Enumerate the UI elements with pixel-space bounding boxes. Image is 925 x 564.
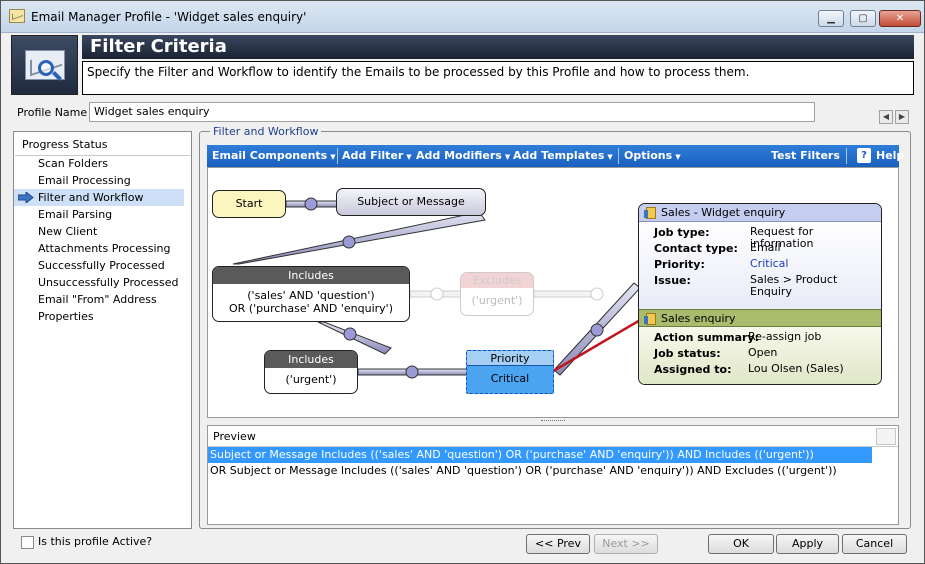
priority-value: Critical <box>490 372 530 385</box>
ok-button[interactable]: OK <box>708 534 774 554</box>
current-step-arrow-icon <box>18 192 34 203</box>
connector-node-3 <box>430 287 444 301</box>
title-bar[interactable]: Email Manager Profile - 'Widget sales en… <box>1 1 924 33</box>
progress-step[interactable]: Email Parsing <box>38 208 113 221</box>
page-description: Specify the Filter and Workflow to ident… <box>82 61 914 95</box>
connector-excludes-out <box>533 290 595 298</box>
profile-name-label: Profile Name <box>17 106 88 119</box>
close-button[interactable]: ✕ <box>879 10 921 27</box>
help-button[interactable]: Help <box>876 149 905 162</box>
prev-button[interactable]: << Prev <box>526 534 590 554</box>
add-filter-menu[interactable]: Add Filter▼ <box>342 149 412 162</box>
scroll-left-icon[interactable]: ◀ <box>879 110 893 124</box>
progress-step-list: Scan Folders Email Processing Filter and… <box>14 155 191 325</box>
excludes-filter-body: ('urgent') <box>471 294 523 307</box>
page-header: Filter Criteria Specify the Filter and W… <box>11 35 914 95</box>
preview-row[interactable]: OR Subject or Message Includes (('sales'… <box>210 464 837 477</box>
action-summary-row: Action summary: Re-assign job <box>654 330 822 345</box>
progress-status-title: Progress Status <box>22 138 108 151</box>
connector-node-1 <box>304 197 318 211</box>
window-title: Email Manager Profile - 'Widget sales en… <box>31 10 307 24</box>
start-node[interactable]: Start <box>212 190 286 218</box>
action-template-header: Sales enquiry <box>639 309 881 327</box>
connector-node-6 <box>405 365 419 379</box>
preview-toggle-button[interactable] <box>876 428 896 445</box>
workflow-toolbar: Email Components▼ Add Filter▼ Add Modifi… <box>207 145 904 167</box>
test-filters-button[interactable]: Test Filters <box>771 149 840 162</box>
connector-node-4 <box>590 287 604 301</box>
issue-row: Issue: Sales > Product Enquiry <box>654 273 838 298</box>
excludes-filter-node[interactable]: Excludes ('urgent') <box>460 272 534 316</box>
connector-node-5 <box>343 327 357 341</box>
action-template-details: Action summary: Re-assign job Job status… <box>639 327 881 384</box>
canvas-preview-splitter[interactable] <box>541 420 565 423</box>
profile-active-checkbox[interactable] <box>21 536 34 549</box>
progress-step[interactable]: Successfully Processed <box>38 259 165 272</box>
action-book-icon <box>644 313 656 325</box>
template-book-icon <box>644 207 656 219</box>
includes-filter-header: Includes <box>213 267 409 284</box>
connector-node-7 <box>590 323 604 337</box>
progress-step[interactable]: Attachments Processing <box>38 242 171 255</box>
filter-email-logo-icon <box>11 35 78 95</box>
add-modifiers-menu[interactable]: Add Modifiers▼ <box>416 149 511 162</box>
minimize-button[interactable]: ▁ <box>818 10 844 27</box>
includes-urgent-header: Includes <box>265 351 357 368</box>
preview-panel: Preview Subject or Message Includes (('s… <box>207 425 899 525</box>
email-components-menu[interactable]: Email Components▼ <box>212 149 336 162</box>
priority-value-link[interactable]: Critical <box>750 257 789 270</box>
job-template-header: Sales - Widget enquiry <box>639 204 881 222</box>
connector-subject-includes <box>232 211 486 265</box>
progress-step[interactable]: New Client <box>38 225 98 238</box>
profile-name-input[interactable]: Widget sales enquiry <box>89 102 815 122</box>
options-menu[interactable]: Options▼ <box>624 149 681 162</box>
app-envelope-icon <box>9 9 25 23</box>
job-type-row: Job type: Request for information <box>654 225 814 250</box>
priority-header: Priority <box>467 351 553 366</box>
filter-workflow-group: Filter and Workflow <box>199 125 911 529</box>
help-icon[interactable]: ? <box>857 148 871 163</box>
job-template-panel[interactable]: Sales - Widget enquiry Job type: Request… <box>638 203 882 385</box>
subject-or-message-node[interactable]: Subject or Message <box>336 188 486 216</box>
job-status-row: Job status: Open <box>654 346 778 361</box>
includes-urgent-node[interactable]: Includes ('urgent') <box>264 350 358 394</box>
scroll-right-icon[interactable]: ▶ <box>895 110 909 124</box>
excludes-filter-header: Excludes <box>461 273 533 288</box>
profile-active-label: Is this profile Active? <box>38 535 153 548</box>
connector-node-2 <box>342 235 356 249</box>
job-template-details: Job type: Request for information Contac… <box>639 222 881 309</box>
next-button[interactable]: Next >> <box>594 534 658 554</box>
progress-step[interactable]: Email Processing <box>38 174 131 187</box>
progress-step[interactable]: Email "From" Address <box>38 293 157 306</box>
progress-step[interactable]: Properties <box>38 310 94 323</box>
preview-title: Preview <box>208 426 898 447</box>
progress-step-current[interactable]: Filter and Workflow <box>14 189 184 206</box>
progress-step[interactable]: Unsuccessfully Processed <box>38 276 179 289</box>
maximize-button[interactable]: ▢ <box>850 10 876 27</box>
apply-button[interactable]: Apply <box>776 534 839 554</box>
priority-row: Priority: Critical <box>639 258 881 274</box>
contact-type-row: Contact type: Email <box>654 241 781 256</box>
progress-status-panel: Progress Status Scan Folders Email Proce… <box>13 131 192 529</box>
cancel-button[interactable]: Cancel <box>842 534 907 554</box>
page-title: Filter Criteria <box>90 36 227 57</box>
progress-step[interactable]: Scan Folders <box>38 157 108 170</box>
add-templates-menu[interactable]: Add Templates▼ <box>513 149 613 162</box>
filter-workflow-legend: Filter and Workflow <box>210 125 322 138</box>
workflow-connectors <box>232 197 725 382</box>
includes-urgent-body: ('urgent') <box>285 373 337 386</box>
header-banner: Filter Criteria <box>82 35 914 59</box>
includes-filter-node[interactable]: Includes ('sales' AND 'question') OR ('p… <box>212 266 410 322</box>
includes-filter-body: ('sales' AND 'question') OR ('purchase' … <box>229 289 393 315</box>
priority-modifier-node[interactable]: Priority Critical <box>466 350 554 394</box>
preview-row-selected[interactable]: Subject or Message Includes (('sales' AN… <box>208 447 872 463</box>
assigned-to-row: Assigned to: Lou Olsen (Sales) <box>654 362 844 377</box>
workflow-canvas[interactable]: Start Subject or Message Includes ('sale… <box>207 167 899 418</box>
